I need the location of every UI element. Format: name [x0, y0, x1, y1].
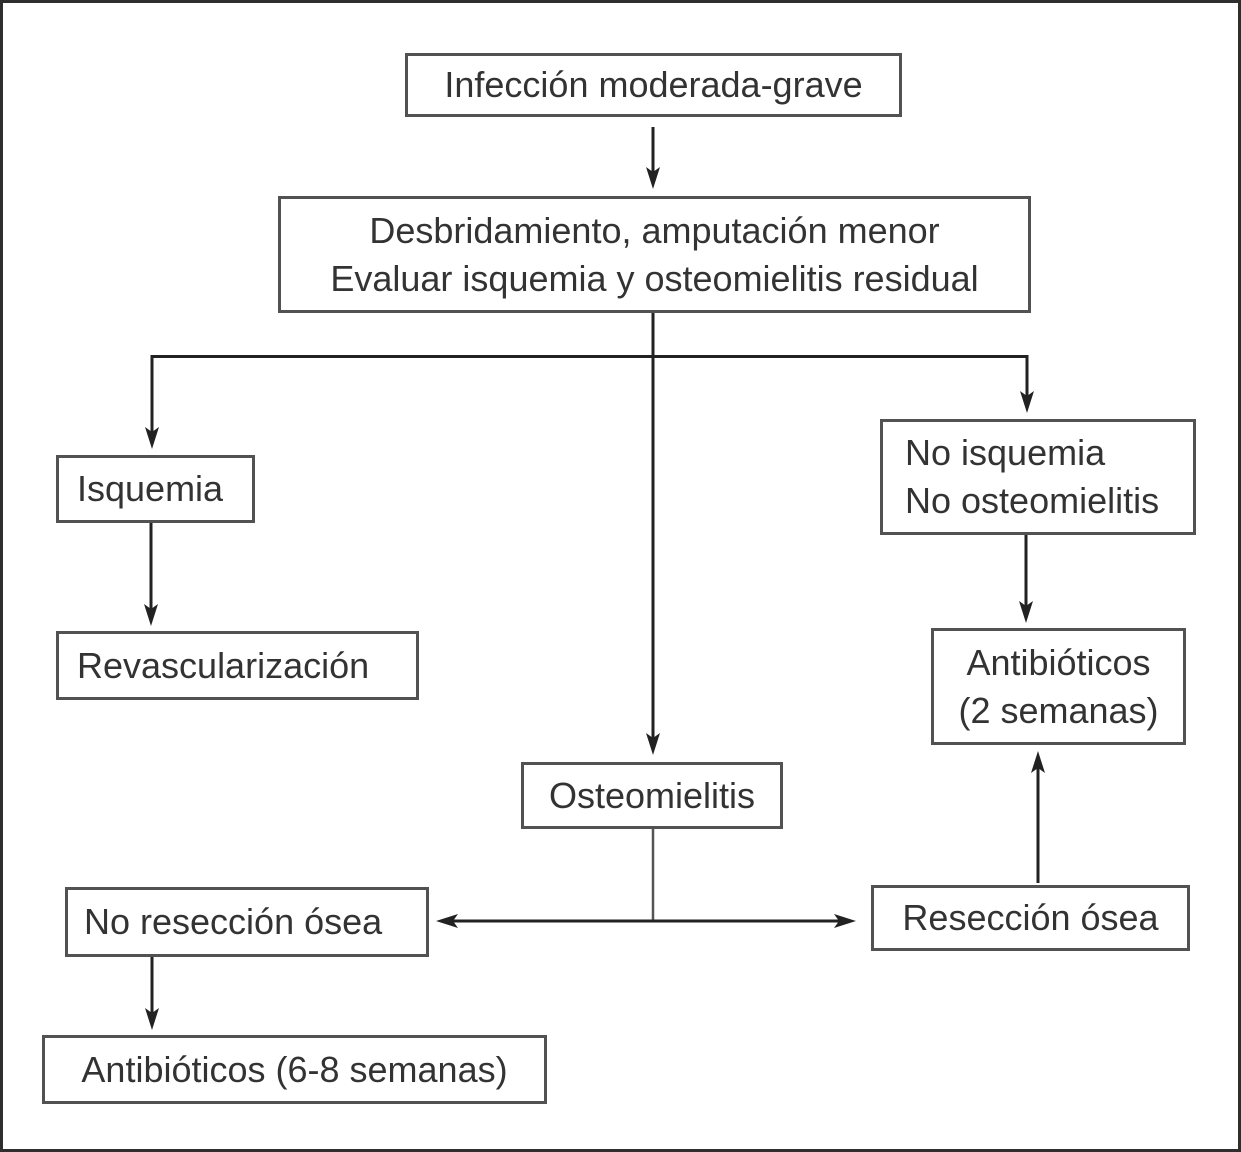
node-label: No osteomielitis: [905, 480, 1160, 521]
arrowhead-down: [145, 1008, 159, 1030]
arrowhead-up: [1031, 751, 1045, 773]
node-label: Infección moderada-grave: [444, 64, 863, 105]
arrowhead-down: [646, 733, 660, 755]
node-label: (2 semanas): [958, 689, 1159, 731]
node-no-isquemia: No isquemia No osteomielitis: [880, 419, 1196, 535]
node-label: Revascularización: [77, 644, 370, 686]
node-label: Isquemia: [77, 468, 224, 509]
arrowhead-down: [1020, 391, 1034, 413]
node-label: No resección ósea: [84, 901, 383, 942]
arrowhead-down: [646, 167, 660, 189]
arrowhead-down: [145, 427, 159, 449]
node-label: Desbridamiento, amputación menor: [369, 209, 940, 251]
node-osteomielitis: Osteomielitis: [521, 762, 783, 829]
node-revascularizacion: Revascularización: [56, 631, 419, 700]
node-antibioticos-6-8-semanas: Antibióticos (6-8 semanas): [42, 1035, 547, 1104]
node-no-reseccion-osea: No resección ósea: [65, 887, 429, 957]
node-label: No isquemia: [905, 432, 1106, 473]
node-desbridamiento: Desbridamiento, amputación menor Evaluar…: [278, 196, 1031, 313]
arrowhead-down: [1019, 601, 1033, 623]
node-isquemia: Isquemia: [56, 455, 255, 523]
node-infeccion-moderada-grave: Infección moderada-grave: [405, 53, 902, 117]
node-antibioticos-2-semanas: Antibióticos (2 semanas): [931, 628, 1186, 745]
node-label: Resección ósea: [902, 897, 1159, 938]
arrowhead-right: [834, 914, 856, 928]
flow-connectors: [144, 127, 1045, 1030]
node-label: Antibióticos: [966, 641, 1151, 683]
arrowhead-down: [144, 604, 158, 626]
node-label: Antibióticos (6-8 semanas): [81, 1048, 508, 1090]
arrowhead-left: [436, 914, 458, 928]
node-reseccion-osea: Resección ósea: [871, 885, 1190, 951]
node-label: Evaluar isquemia y osteomielitis residua…: [330, 257, 979, 299]
node-label: Osteomielitis: [548, 774, 756, 816]
